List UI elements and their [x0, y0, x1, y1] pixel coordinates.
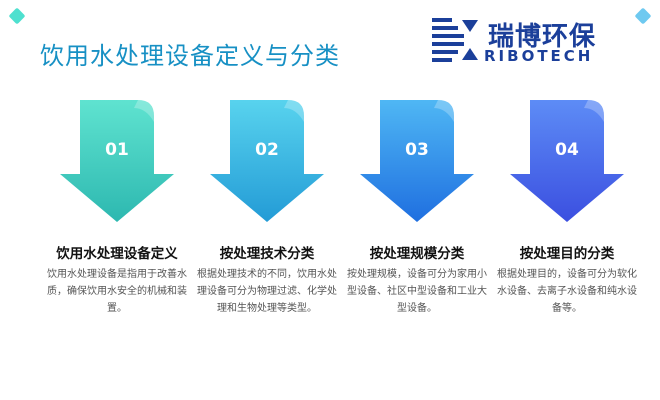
page-title: 饮用水处理设备定义与分类 [40, 42, 340, 70]
category-title: 饮用水处理设备定义 [56, 246, 178, 262]
decor-diamond-top-left [8, 7, 26, 25]
category-description: 按处理规模，设备可分为家用小型设备、社区中型设备和工业大型设备。 [347, 269, 487, 314]
logo-chinese-text: 瑞博环保 [488, 22, 597, 52]
category-description: 根据处理技术的不同，饮用水处理设备可分为物理过滤、化学处理和生物处理等类型。 [197, 269, 337, 314]
category-title: 按处理技术分类 [219, 246, 315, 262]
category-title: 按处理目的分类 [519, 246, 615, 262]
decor-diamond-top-right [634, 7, 652, 25]
step-number: 03 [405, 140, 429, 160]
step-number: 04 [555, 140, 579, 160]
logo-english-text: RIBOTECH [484, 47, 594, 65]
ribotech-logo-icon [432, 18, 478, 62]
down-arrow-icon [60, 100, 174, 222]
category-description: 饮用水处理设备是指用于改善水质，确保饮用水安全的机械和装置。 [47, 269, 187, 314]
company-logo: 瑞博环保 RIBOTECH [432, 16, 632, 66]
down-arrow-icon [510, 100, 624, 222]
category-title: 按处理规模分类 [369, 246, 465, 262]
category-card-3: 03 按处理规模分类按处理规模，设备可分为家用小型设备、社区中型设备和工业大型设备… [342, 96, 492, 356]
step-number: 02 [255, 140, 279, 160]
category-card-2: 02 按处理技术分类根据处理技术的不同，饮用水处理设备可分为物理过滤、化学处理和生… [192, 96, 342, 356]
category-card-4: 04 按处理目的分类根据处理目的，设备可分为软化水设备、去离子水设备和纯水设备等。 [492, 96, 642, 356]
step-number: 01 [105, 140, 129, 160]
down-arrow-icon [210, 100, 324, 222]
category-description: 根据处理目的，设备可分为软化水设备、去离子水设备和纯水设备等。 [497, 269, 637, 314]
down-arrow-icon [360, 100, 474, 222]
category-card-1: 01 饮用水处理设备定义饮用水处理设备是指用于改善水质，确保饮用水安全的机械和装置… [42, 96, 192, 356]
